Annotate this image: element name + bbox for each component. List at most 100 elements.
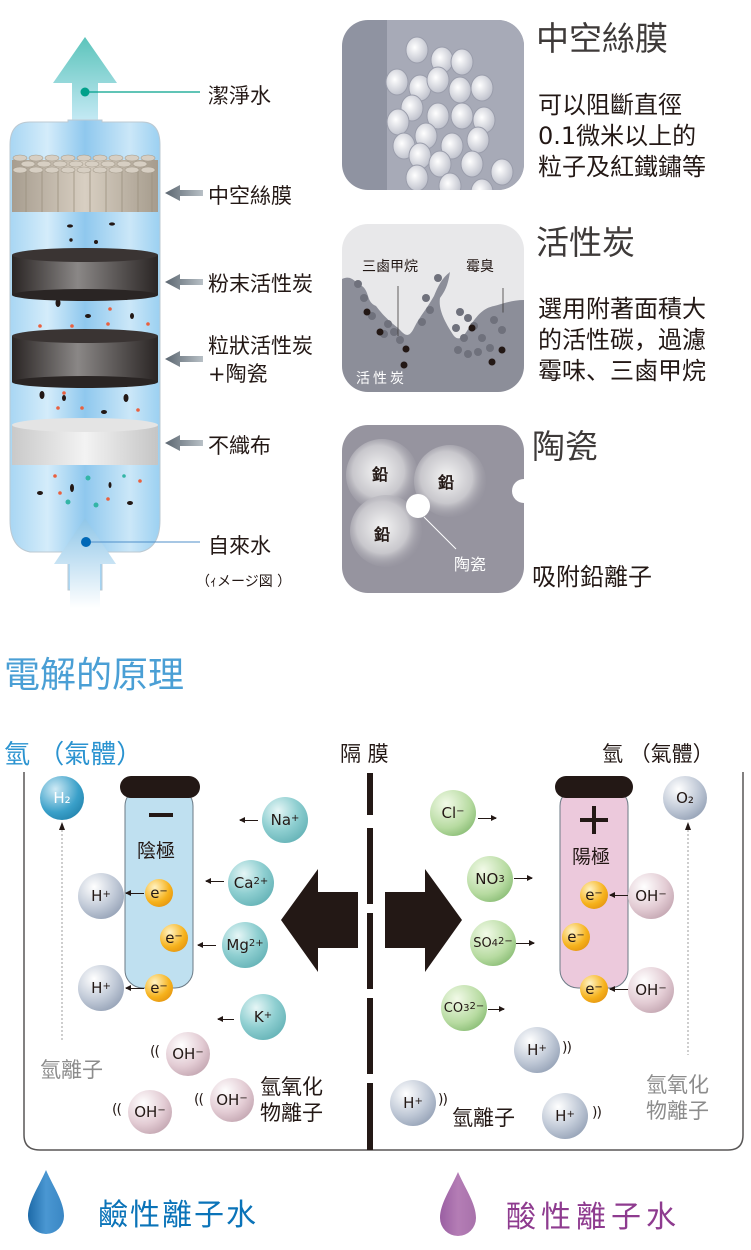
membrane-label: 隔 膜 xyxy=(340,742,389,766)
ion-text: e xyxy=(585,886,595,904)
ion-text: SO xyxy=(473,935,492,951)
ion-charge: − xyxy=(157,1104,166,1116)
ion-text: H₂ xyxy=(53,789,71,807)
ion-charge: 2− xyxy=(498,935,513,947)
label-granular-carbon: 粒狀活性炭 xyxy=(208,334,313,358)
powder-carbon-layer xyxy=(12,248,158,301)
carbon-label-thm: 三鹵甲烷 xyxy=(362,259,418,275)
ion-text: NO xyxy=(475,870,499,888)
ion-text: Na xyxy=(270,811,292,829)
arrow-mg xyxy=(197,942,216,948)
ion-text: e xyxy=(585,980,595,998)
ion-charge: − xyxy=(594,981,603,993)
ion-text: Ca xyxy=(233,874,254,892)
ion-charge: + xyxy=(291,812,300,824)
ion-oh: OH− xyxy=(210,1078,254,1122)
ion-text: K xyxy=(253,1008,264,1026)
label-clean-water: 潔淨水 xyxy=(208,84,271,108)
vibration-mark: )) xyxy=(592,1105,602,1121)
ion-charge: 2− xyxy=(469,1000,485,1012)
right-hydroxide-label: 氫氧化 物離子 xyxy=(646,1072,709,1124)
vibration-mark: (( xyxy=(150,1044,160,1060)
label-nonwoven: 不織布 xyxy=(208,434,271,458)
ion-charge: + xyxy=(263,1009,273,1021)
ion-subscript: 3 xyxy=(498,873,505,885)
vibration-mark: )) xyxy=(562,1040,572,1056)
ion-charge: − xyxy=(456,805,465,817)
activated-carbon-card: 三鹵甲烷 霉臭 活性炭 xyxy=(342,224,524,392)
ion-o2: O₂ xyxy=(663,776,707,820)
ion-charge: + xyxy=(566,1108,575,1120)
vibration-mark: (( xyxy=(112,1102,122,1118)
arrow-so4 xyxy=(516,940,535,946)
electron: e− xyxy=(145,879,173,907)
card-title-activated-carbon: 活性炭 xyxy=(536,223,635,262)
red-particles xyxy=(38,307,150,501)
left-gas-label: 氫 （氣體） xyxy=(4,740,143,770)
teal-particles xyxy=(65,474,126,508)
ion-h-plus: H+ xyxy=(78,965,124,1011)
arrow-oh-electron xyxy=(609,986,630,992)
ion-charge: − xyxy=(159,885,168,897)
card-title-hollow-fiber: 中空絲膜 xyxy=(536,19,668,58)
water-drop-blue-icon xyxy=(28,1170,64,1234)
ion-oh: OH− xyxy=(128,1090,172,1134)
ion-h-plus: H+ xyxy=(514,1027,560,1073)
ion-charge: + xyxy=(102,980,111,992)
ion-text: H xyxy=(91,979,103,997)
ion-na: Na+ xyxy=(262,797,308,843)
arrow-oh-electron xyxy=(609,892,630,898)
hollow-fiber-illustration xyxy=(385,20,524,190)
ion-text: e xyxy=(150,884,160,902)
ion-text: e xyxy=(567,928,577,946)
ion-charge: − xyxy=(594,887,603,899)
card-title-ceramic: 陶瓷 xyxy=(532,427,598,466)
right-hydrogen-ion-label: 氫離子 xyxy=(452,1106,515,1130)
ion-oh: OH− xyxy=(628,873,674,919)
label-line: 氫氧化 xyxy=(260,1075,323,1099)
ion-text: H xyxy=(403,1094,415,1112)
electrolysis-title: 電解的原理 xyxy=(4,655,185,696)
arrow-no3 xyxy=(514,875,533,881)
ion-charge: 2+ xyxy=(253,875,269,887)
label-tap-water: 自來水 xyxy=(208,534,271,558)
ion-charge: − xyxy=(174,930,183,942)
lead-label-2: 鉛 xyxy=(438,473,455,492)
label-hollow-fiber: 中空絲膜 xyxy=(208,184,292,208)
lead-label-3: 鉛 xyxy=(374,525,391,544)
desc-line: 粒子及紅鐵鏽等 xyxy=(538,153,706,181)
left-big-arrow xyxy=(281,869,358,972)
ion-text: Mg xyxy=(226,936,249,954)
clean-water-dot xyxy=(80,87,90,97)
arrow-cl xyxy=(478,815,497,821)
particles xyxy=(37,222,134,505)
ion-charge: + xyxy=(102,888,111,900)
electron: e− xyxy=(580,975,608,1003)
arrow-na xyxy=(239,817,258,823)
ion-charge: + xyxy=(414,1095,423,1107)
card-desc-activated-carbon: 選用附著面積大 的活性碳，過濾 霉味、三鹵甲烷 xyxy=(538,294,706,387)
activated-carbon-illustration xyxy=(342,272,524,392)
water-drop-purple-icon xyxy=(440,1172,476,1236)
ion-subscript: 4 xyxy=(491,937,499,949)
ion-h2: H₂ xyxy=(40,776,84,820)
ion-charge: − xyxy=(658,888,667,900)
lead-label-1: 鉛 xyxy=(372,465,389,484)
ion-text: H xyxy=(91,887,103,905)
ion-subscript: 3 xyxy=(463,1002,470,1014)
hollow-fiber-card xyxy=(342,20,524,190)
gray-pointer-arrows xyxy=(165,185,203,451)
ion-text: Cl xyxy=(441,804,457,822)
desc-line: 吸附鉛離子 xyxy=(532,563,652,591)
ceramic-card: 鉛 鉛 鉛 陶瓷 xyxy=(342,425,524,593)
ion-oh: OH− xyxy=(628,967,674,1013)
hollow-fiber-layer xyxy=(12,154,158,212)
label-line: 物離子 xyxy=(646,1099,709,1123)
desc-line: 選用附著面積大 xyxy=(538,295,706,323)
ion-text: e xyxy=(150,979,160,997)
desc-line: 0.1微米以上的 xyxy=(538,122,697,150)
label-line: 氫氧化 xyxy=(646,1073,709,1097)
